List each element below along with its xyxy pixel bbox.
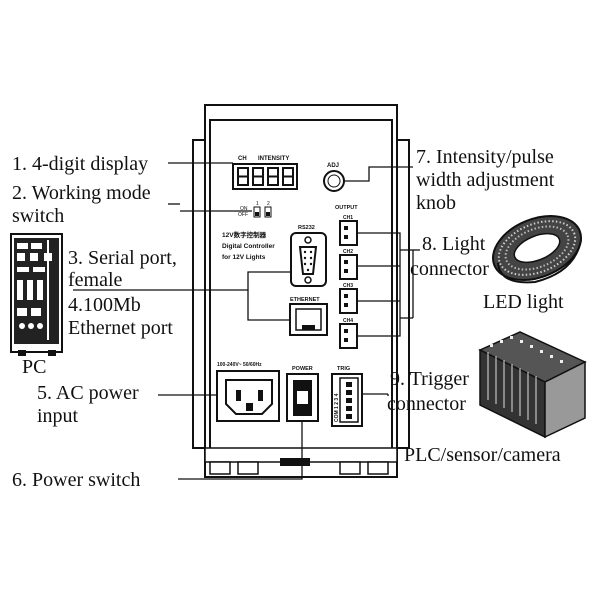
switch-2-label: 2 [267,201,270,207]
model-line-3: for 12V Lights [222,254,266,261]
callout-serial-line-2: female [68,269,123,291]
callout-ac-line-1: 5. AC power [37,382,139,404]
callout-serial-line-1: 3. Serial port, [68,247,177,269]
model-line-1: 12V数字控制器 [222,230,267,239]
callout-knob-line-1: 7. Intensity/pulse [416,146,554,168]
serial-port[interactable]: RS232 [290,225,327,287]
callout-knob-line-2: width adjustment [416,169,555,191]
pc-illustration [10,233,63,356]
switch-on-label: ON [240,206,248,212]
callout-ethernet-line-1: 4.100Mb [68,294,141,316]
trigger-connector[interactable]: TRIG COM 1 2 3 4 [331,366,363,427]
ch4-label: CH4 [343,318,353,324]
switch-off-label: OFF [238,212,248,218]
callout-light-line-1: 8. Light [422,233,486,255]
led-ring-light [491,215,583,284]
model-text: 12V数字控制器 Digital Controller for 12V Ligh… [222,230,275,261]
callout-light-line-2: connector [410,258,489,280]
ethernet-port[interactable]: ETHERNET [289,297,328,336]
digit-display: CH INTENSITY [232,156,298,190]
callout-display: 1. 4-digit display [12,153,148,175]
display-digits [237,167,294,186]
ethernet-label: ETHERNET [290,297,320,303]
led-light-label: LED light [483,291,564,313]
rs232-label: RS232 [298,225,315,231]
housing-feet [209,458,389,475]
callout-labels: 1. 4-digit display 2. Working mode switc… [12,146,555,491]
mode-dip-switch[interactable]: ON OFF 1 2 [238,201,272,218]
light-connector-ch3[interactable]: CH3 [339,283,358,314]
output-label: OUTPUT [335,205,358,211]
device-labels: PC LED light PLC/sensor/camera [22,291,564,466]
ac-power-inlet[interactable]: 100-240V~ 50/60Hz [216,362,280,422]
display-ch-label: CH [238,156,247,162]
callout-knob-line-3: knob [416,192,456,214]
callout-ac-line-2: input [37,405,79,427]
callout-mode-line-2: switch [12,205,64,227]
light-connector-ch2[interactable]: CH2 [339,249,358,280]
switch-1-label: 1 [256,201,259,207]
callout-trigger-line-2: connector [387,393,466,415]
callout-mode-line-1: 2. Working mode [12,182,151,204]
pc-label: PC [22,356,46,378]
model-line-2: Digital Controller [222,243,275,250]
display-intensity-label: INTENSITY [258,156,289,162]
ch2-label: CH2 [343,249,353,255]
callout-trigger-line-1: 9. Trigger [390,368,469,390]
adj-label: ADJ [327,163,339,169]
plc-illustration [478,331,587,439]
callout-ethernet-line-2: Ethernet port [68,317,173,339]
light-connector-ch4[interactable]: CH4 [339,318,358,349]
ch3-label: CH3 [343,283,353,289]
ac-rating-label: 100-240V~ 50/60Hz [217,362,262,368]
callout-power-switch: 6. Power switch [12,469,140,491]
plc-label: PLC/sensor/camera [404,444,561,466]
trig-pins-label: COM 1 2 3 4 [334,393,340,422]
power-switch[interactable]: POWER [286,366,319,422]
leader-lines [73,162,420,480]
trig-label: TRIG [337,366,350,372]
power-label: POWER [292,366,313,372]
ch1-label: CH1 [343,215,353,221]
